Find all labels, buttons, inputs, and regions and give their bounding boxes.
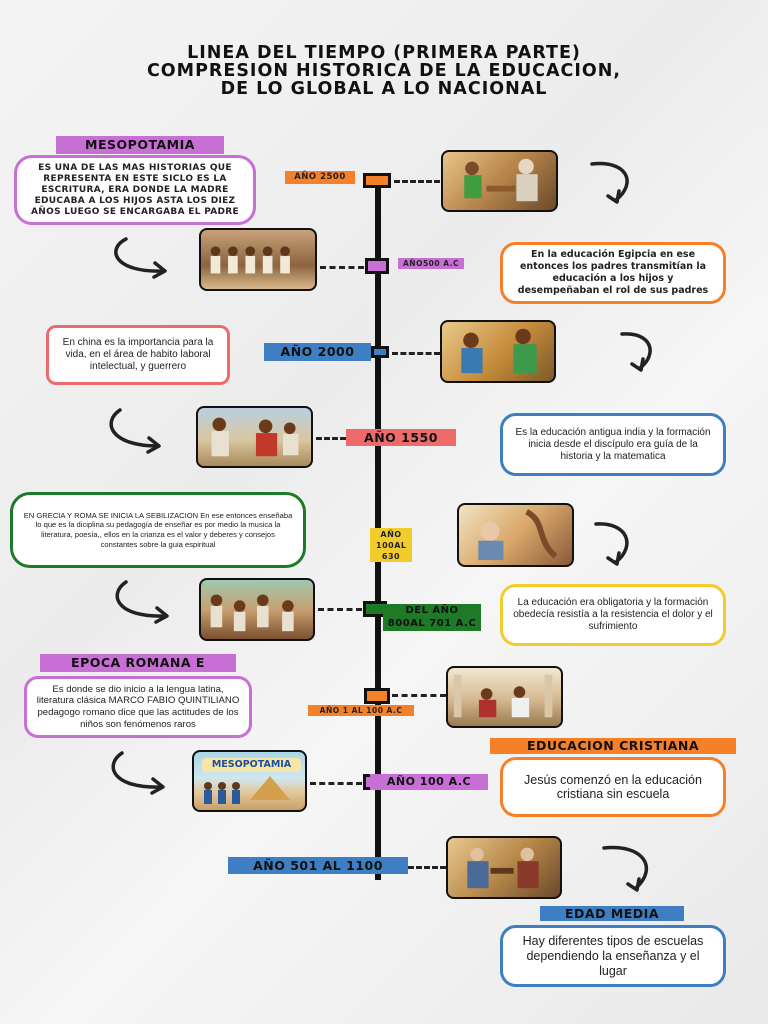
year-label-1al100: AÑO 1 AL 100 A.C bbox=[308, 705, 414, 716]
year-label-501: AÑO 501 AL 1100 bbox=[228, 857, 408, 874]
connector-800 bbox=[318, 608, 362, 611]
india-text: Es la educación antigua india y la forma… bbox=[515, 426, 711, 462]
image-roman-school bbox=[446, 666, 563, 728]
china-text-box: En china es la importancia para la vida,… bbox=[46, 325, 230, 385]
egipcia-text: En la educación Egipcia en ese entonces … bbox=[517, 249, 709, 296]
curved-arrow-down-icon bbox=[586, 158, 642, 206]
year-label-1550: AÑO 1550 bbox=[346, 429, 456, 446]
grecia-text-box: EN GRECIA Y ROMA SE INICIA LA SEBILIZACI… bbox=[10, 492, 306, 568]
connector-1al100 bbox=[392, 694, 446, 697]
connector-2500 bbox=[394, 180, 440, 183]
timeline-node-1al100 bbox=[364, 688, 390, 704]
image-scribes bbox=[441, 150, 558, 212]
timeline-node-500 bbox=[365, 258, 389, 274]
mesopotamia-text: ES UNA DE LAS MAS HISTORIAS QUE REPRESEN… bbox=[31, 162, 239, 217]
header-mesopotamia: MESOPOTAMIA bbox=[56, 136, 224, 154]
year-label-2500: AÑO 2500 bbox=[285, 171, 355, 184]
cristiana-text: Jesús comenzó en la educación cristiana … bbox=[524, 772, 702, 802]
image-caption: MESOPOTAMIA bbox=[211, 759, 292, 770]
egipcia-text-box: En la educación Egipcia en ese entonces … bbox=[500, 242, 726, 304]
page-title: LINEA DEL TIEMPO (PRIMERA PARTE) COMPRES… bbox=[60, 44, 708, 98]
year-label-100ac: AÑO 100 A.C bbox=[370, 774, 488, 790]
curved-arrow-down-icon-3 bbox=[592, 520, 636, 568]
curved-arrow-right-icon-2 bbox=[102, 406, 166, 454]
media-text: Hay diferentes tipos de escuelas dependi… bbox=[522, 933, 704, 978]
curved-arrow-down-icon-2 bbox=[618, 330, 658, 374]
obligatoria-text: La educación era obligatoria y la formac… bbox=[513, 597, 713, 632]
header-educacion-cristiana: EDUCACION CRISTIANA bbox=[490, 738, 736, 754]
timeline-node-2000 bbox=[371, 346, 389, 358]
image-mesopotamia-poster: MESOPOTAMIA bbox=[192, 750, 307, 812]
image-china-teacher bbox=[440, 320, 556, 383]
header-epoca-romana: EPOCA ROMANA E bbox=[40, 654, 236, 672]
title-line-3: DE LO GLOBAL A LO NACIONAL bbox=[220, 79, 548, 99]
image-medieval-scribes bbox=[446, 836, 562, 899]
cristiana-text-box: Jesús comenzó en la educación cristiana … bbox=[500, 757, 726, 817]
curved-arrow-right-icon-3 bbox=[108, 578, 174, 626]
china-text: En china es la importancia para la vida,… bbox=[62, 337, 214, 372]
curved-arrow-right-icon bbox=[106, 235, 172, 279]
media-text-box: Hay diferentes tipos de escuelas dependi… bbox=[500, 925, 726, 987]
connector-100ac bbox=[310, 782, 362, 785]
grecia-text: EN GRECIA Y ROMA SE INICIA LA SEBILIZACI… bbox=[23, 510, 293, 549]
connector-500 bbox=[320, 266, 364, 269]
year-label-800: DEL AÑO 800AL 701 A.C bbox=[383, 604, 481, 631]
year-label-100al630: AÑO 100AL 630 bbox=[370, 528, 412, 562]
year-label-500: AÑO500 A.C bbox=[398, 258, 464, 269]
obligatoria-text-box: La educación era obligatoria y la formac… bbox=[500, 584, 726, 646]
timeline-node-2500 bbox=[363, 173, 391, 188]
image-greek-child bbox=[457, 503, 574, 567]
mesopotamia-text-box: ES UNA DE LAS MAS HISTORIAS QUE REPRESEN… bbox=[14, 155, 256, 225]
curved-arrow-down-icon-4 bbox=[598, 842, 662, 894]
title-line-2: COMPRESION HISTORICA DE LA EDUCACION, bbox=[146, 61, 622, 81]
india-text-box: Es la educación antigua india y la forma… bbox=[500, 413, 726, 476]
connector-501 bbox=[408, 866, 446, 869]
image-india-class bbox=[196, 406, 313, 468]
title-line-1: LINEA DEL TIEMPO (PRIMERA PARTE) bbox=[187, 43, 581, 63]
connector-1550 bbox=[316, 437, 346, 440]
image-egyptian-class bbox=[199, 228, 317, 291]
romana-text-box: Es donde se dio inicio a la lengua latin… bbox=[24, 676, 252, 738]
image-sparta-class bbox=[199, 578, 315, 641]
curved-arrow-right-icon-4 bbox=[104, 749, 170, 797]
header-edad-media: EDAD MEDIA bbox=[540, 906, 684, 921]
romana-text: Es donde se dio inicio a la lengua latin… bbox=[36, 683, 240, 730]
connector-2000 bbox=[392, 352, 440, 355]
year-label-2000: AÑO 2000 bbox=[264, 343, 371, 361]
